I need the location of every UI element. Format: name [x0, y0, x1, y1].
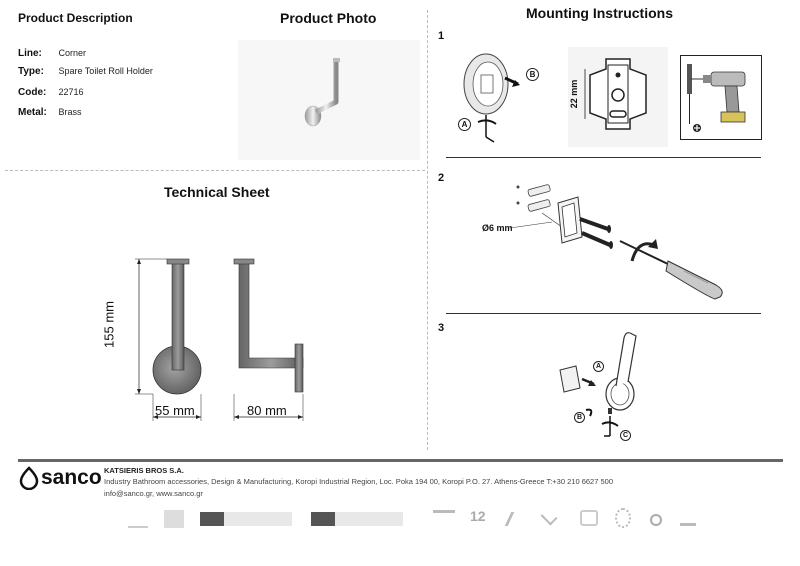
label-b-badge: B: [574, 412, 585, 423]
field-line: Line: Corner: [18, 43, 218, 61]
technical-drawing: 155 mm 55 mm 80 mm: [102, 245, 330, 430]
field-metal: Metal: Brass: [18, 102, 218, 120]
step-separator: [446, 157, 761, 158]
step-separator: [446, 313, 761, 314]
field-code: Code: 22716: [18, 82, 218, 102]
sun-badge-icon: [615, 508, 631, 528]
iso-14001-badge-icon: [311, 512, 403, 526]
label-a-badge: A: [593, 361, 604, 372]
field-value: Brass: [58, 107, 82, 117]
brand-name: sanco: [41, 466, 102, 489]
iso-9001-badge-icon: [200, 512, 292, 526]
step3-assembly-figure: A B C: [548, 324, 668, 446]
field-type: Type: Spare Toilet Roll Holder: [18, 61, 218, 82]
label-a-badge: A: [458, 118, 471, 131]
product-photo: [238, 40, 420, 160]
label-c-badge: C: [620, 430, 631, 441]
company-name: KATSIERIS BROS S.A.: [104, 466, 184, 475]
bracket-illustration: [584, 58, 647, 130]
step1-tools-figure: [680, 55, 762, 140]
step2-screws-figure: Ø6 mm: [470, 175, 740, 305]
chevron-badge-icon: [540, 508, 558, 526]
twelve-badge-icon: 12: [470, 508, 492, 530]
field-label: Type:: [18, 66, 44, 77]
label-a: A: [461, 120, 468, 129]
toilet-roll-holder-photo: [304, 58, 340, 127]
label-c: C: [622, 432, 629, 439]
label-b: B: [529, 70, 536, 79]
mounting-title: Mounting Instructions: [526, 5, 673, 21]
step-number: 3: [438, 322, 445, 334]
field-label: Line:: [18, 48, 42, 59]
dim-side-width-label: 80 mm: [247, 403, 287, 418]
dim-6mm-label: Ø6 mm: [482, 223, 513, 233]
dim-front-width-label: 55 mm: [155, 403, 195, 418]
brass-badge-icon: [128, 510, 148, 528]
certification-badges: 12: [128, 508, 703, 532]
company-address: Industry Bathroom accessories, Design & …: [104, 477, 613, 486]
label-b: B: [576, 414, 583, 421]
screws-illustration: [509, 184, 723, 300]
field-value: Spare Toilet Roll Holder: [58, 66, 153, 76]
label-b-badge: B: [526, 68, 539, 81]
footer-rule: [18, 459, 783, 462]
field-label: Metal:: [18, 107, 47, 118]
step1-wall-plate-figure: B A: [448, 40, 558, 145]
product-description-fields: Line: Corner Type: Spare Toilet Roll Hol…: [18, 43, 218, 120]
company-info: KATSIERIS BROS S.A. Industry Bathroom ac…: [104, 465, 704, 500]
field-value: Corner: [58, 48, 86, 58]
field-label: Code:: [18, 87, 47, 98]
vertical-divider: [427, 10, 428, 450]
step-number: 2: [438, 172, 445, 184]
mark-badge-icon: [680, 514, 696, 526]
lifetime-badge-icon: [433, 510, 455, 528]
drop-badge-icon: [650, 514, 662, 526]
dim-height-label: 155 mm: [101, 301, 117, 348]
technical-sheet-title: Technical Sheet: [164, 184, 270, 200]
dim-22mm-label: 22 mm: [569, 79, 579, 109]
quality-badge-icon: [164, 510, 184, 528]
slash-badge-icon: [504, 512, 530, 526]
field-value: 22716: [58, 87, 84, 97]
badge-12-text: 12: [470, 508, 486, 524]
label-a: A: [595, 363, 602, 370]
horizontal-divider: [5, 170, 425, 171]
product-description-title: Product Description: [18, 11, 133, 25]
company-contact: info@sanco.gr, www.sanco.gr: [104, 489, 203, 498]
step-number: 1: [438, 30, 445, 42]
sanco-logo: sanco: [18, 466, 102, 492]
technical-drawing-svg: [135, 258, 304, 421]
tools-illustration: [687, 64, 746, 132]
step1-bracket-figure: 22 mm: [568, 47, 668, 147]
product-photo-title: Product Photo: [280, 10, 377, 26]
sanco-logo-icon: [19, 466, 39, 490]
wall-plate-illustration: [463, 53, 520, 143]
assembly-illustration: [559, 332, 637, 437]
recycle-badge-icon: [580, 510, 598, 526]
